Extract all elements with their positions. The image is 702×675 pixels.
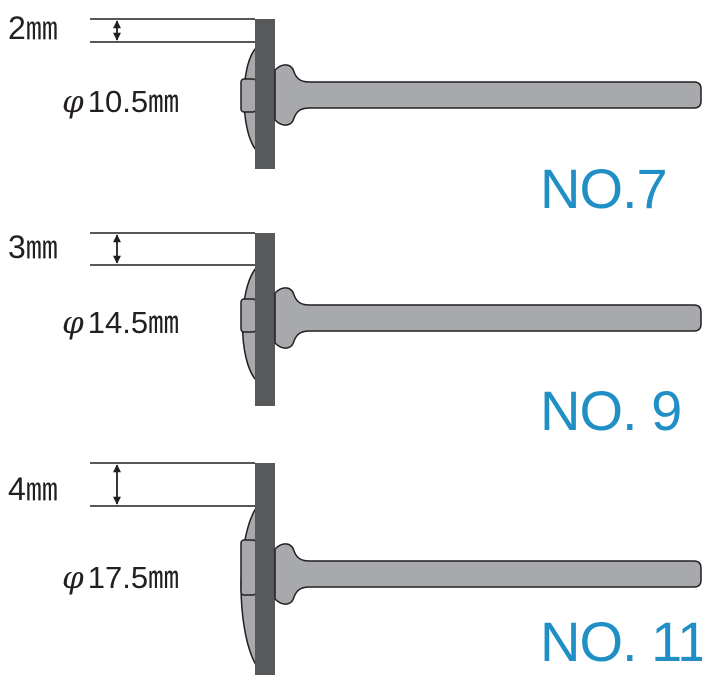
shank	[274, 287, 702, 349]
diameter-symbol: φ	[62, 84, 84, 120]
hub-block	[240, 78, 257, 113]
shank	[274, 64, 702, 126]
diameter-symbol: φ	[62, 560, 84, 596]
model-label-no11: NO. 11	[540, 610, 702, 673]
gap-label-no7: 2㎜	[8, 10, 58, 46]
wheel-no11	[90, 462, 702, 675]
diameter-value: 10.5㎜	[87, 84, 180, 119]
diameter-value: 17.5㎜	[87, 560, 180, 595]
diameter-value: 14.5㎜	[87, 305, 180, 340]
gap-label-no11: 4㎜	[8, 471, 58, 507]
model-label-no7: NO.7	[540, 157, 668, 220]
hub-block	[240, 539, 257, 596]
disc	[255, 463, 275, 675]
diameter-symbol: φ	[62, 305, 84, 341]
gap-label-no9: 3㎜	[8, 229, 58, 265]
hub-block	[240, 298, 257, 333]
model-label-no9: NO. 9	[540, 379, 682, 442]
wheel-no9	[90, 232, 702, 406]
disc	[255, 19, 275, 169]
wheel-no7	[90, 18, 702, 169]
shank	[274, 543, 702, 605]
disc	[255, 233, 275, 406]
